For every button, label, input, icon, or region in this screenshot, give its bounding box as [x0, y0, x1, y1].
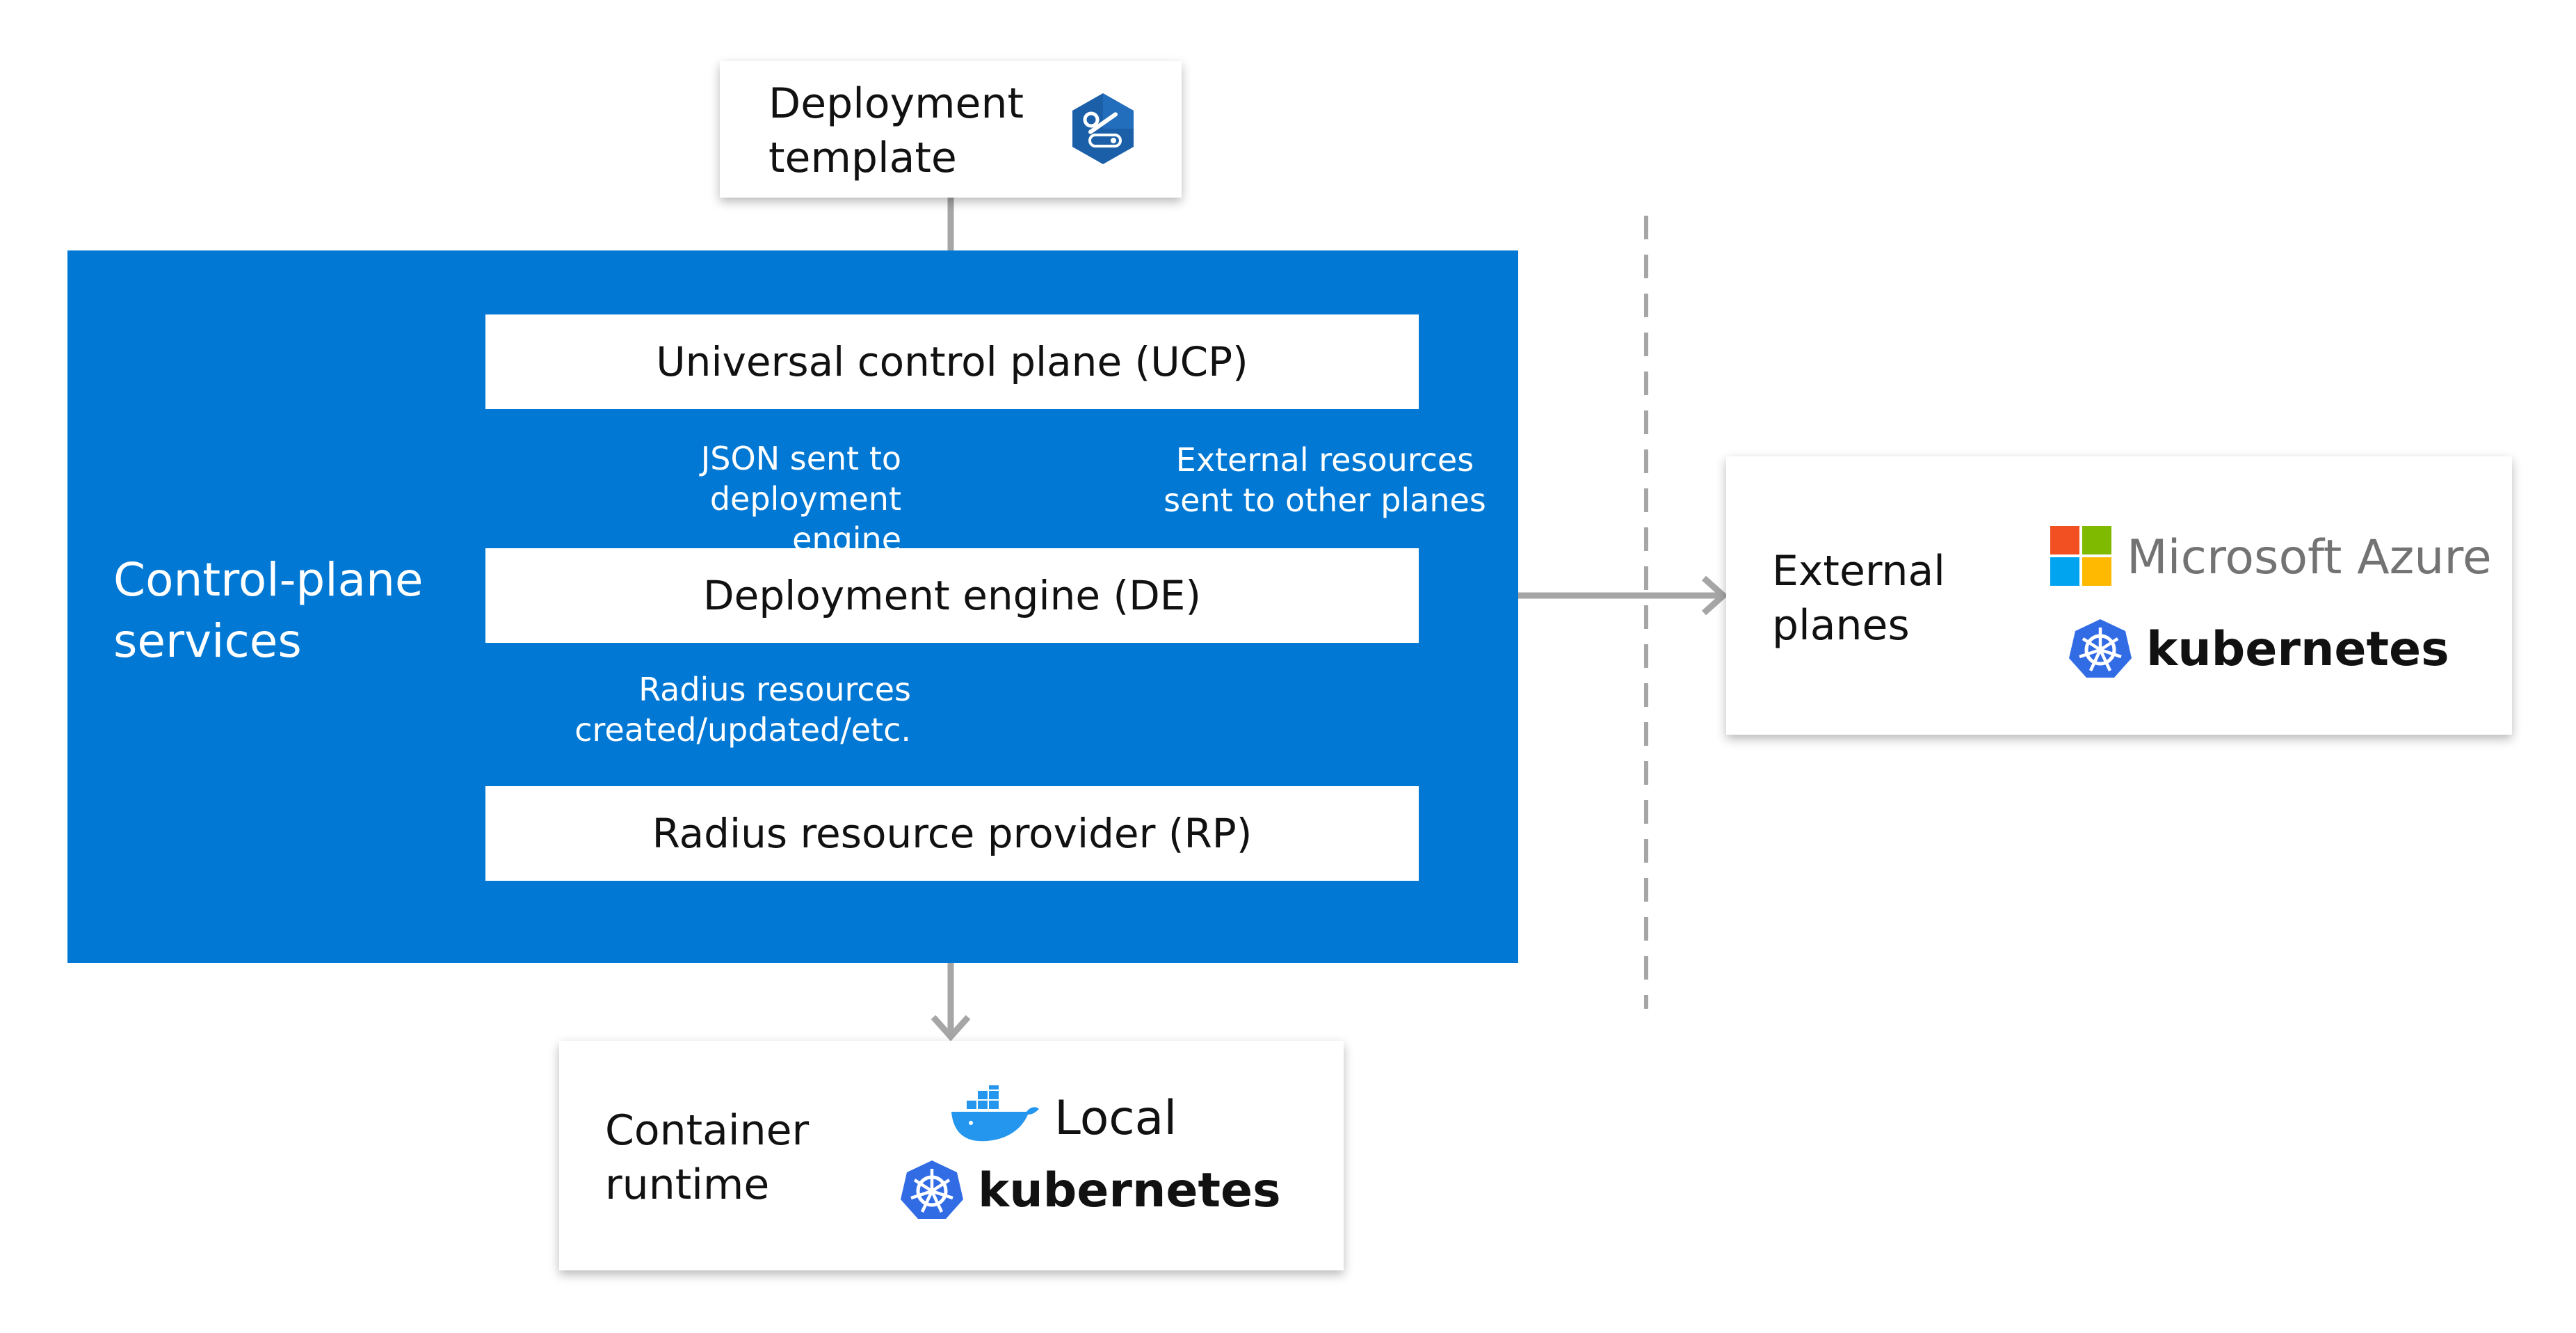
container-runtime-label: Container runtime [605, 1106, 810, 1209]
external-planes-card: External planes Microsoft Azure kubernet… [1726, 456, 2512, 735]
ucp-box: Universal control plane (UCP) [485, 314, 1419, 409]
rp-box: Radius resource provider (RP) [485, 786, 1419, 881]
control-plane-title: Control-plane services [113, 553, 424, 668]
arrowhead-runtime [931, 1015, 971, 1041]
local-label: Local [1054, 1091, 1177, 1146]
edge-label-ucp-de: JSON sent to deployment engine [700, 440, 901, 558]
de-box: Deployment engine (DE) [485, 548, 1419, 643]
edge-label-external: External resources sent to other planes [1164, 441, 1486, 519]
azure-label: Microsoft Azure [2127, 530, 2492, 585]
template-gear-icon [1072, 93, 1134, 164]
arrowhead-external [1702, 575, 1728, 616]
docker-logo-icon [951, 1085, 1039, 1142]
kubernetes-logo-icon [901, 1160, 963, 1219]
deployment-template-label: Deployment template [768, 79, 1024, 182]
runtime-kubernetes-label: kubernetes [978, 1163, 1281, 1218]
container-runtime-card: Container runtime Local kubernetes [559, 1041, 1344, 1270]
external-planes-label: External planes [1772, 547, 1945, 650]
microsoft-logo-icon [2050, 526, 2111, 586]
deployment-template-card: Deployment template [720, 61, 1182, 198]
rp-label: Radius resource provider (RP) [652, 810, 1253, 857]
kubernetes-logo-icon [2069, 619, 2132, 678]
ucp-label: Universal control plane (UCP) [656, 338, 1248, 385]
edge-label-de-rp: Radius resources created/updated/etc. [574, 671, 911, 749]
de-label: Deployment engine (DE) [702, 572, 1202, 619]
external-kubernetes-label: kubernetes [2146, 622, 2449, 677]
